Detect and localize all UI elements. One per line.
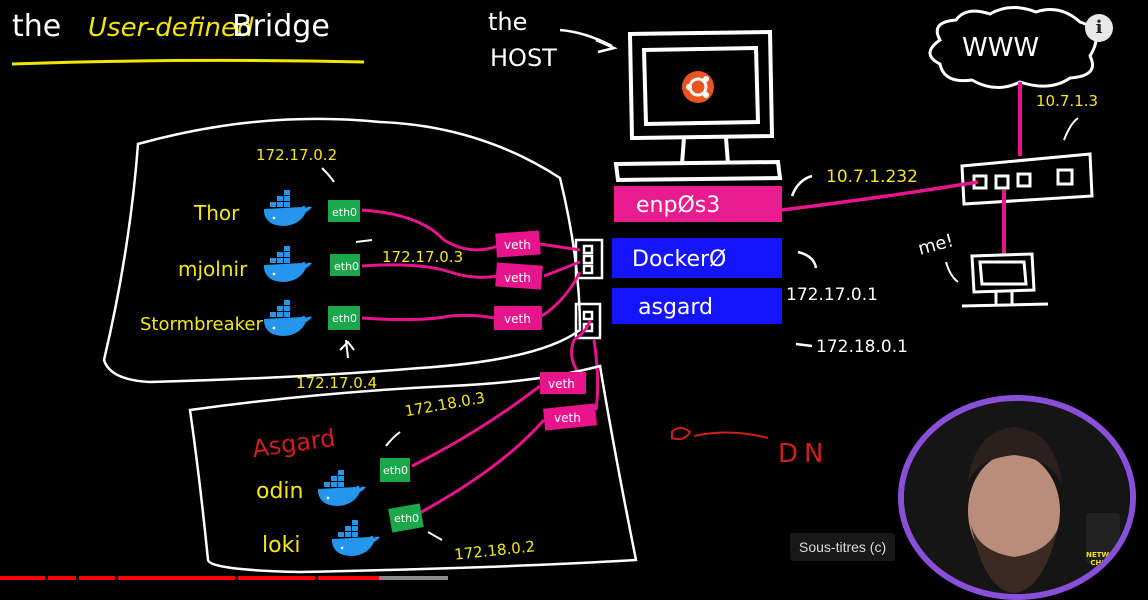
eth-thor-label: eth0 bbox=[332, 206, 357, 219]
eth-thor bbox=[328, 200, 360, 222]
me-label: me! bbox=[916, 230, 956, 260]
docker0-bridge-ports bbox=[574, 238, 604, 280]
host-monitor-icon bbox=[613, 29, 783, 183]
veth-thor bbox=[495, 230, 541, 258]
host-label: the HOST bbox=[488, 8, 618, 72]
interface-enp0s3-label: enpØs3 bbox=[636, 193, 720, 218]
chapter-divider bbox=[76, 575, 79, 581]
veth-odin-label: veth bbox=[548, 377, 575, 391]
eth-mjolnir bbox=[330, 254, 360, 276]
progress-played bbox=[0, 576, 379, 580]
interface-docker0: DockerØ bbox=[612, 238, 782, 278]
container-mjolnir-name: mjolnir bbox=[178, 257, 248, 281]
captions-badge[interactable]: Sous-titres (c) bbox=[790, 533, 896, 561]
switch-icon bbox=[960, 152, 1094, 206]
container-loki-name: loki bbox=[262, 533, 300, 558]
container-mjolnir[interactable]: mjolnir eth0 veth 172.17.0.3 bbox=[178, 239, 543, 290]
ip-mjolnir: 172.17.0.3 bbox=[382, 248, 463, 266]
eth-odin-label: eth0 bbox=[383, 464, 408, 477]
interface-asgard-label: asgard bbox=[638, 295, 713, 320]
title-suffix: Bridge bbox=[232, 9, 330, 44]
veth-loki-label: veth bbox=[554, 411, 581, 425]
ip-stormbreaker: 172.17.0.4 bbox=[296, 374, 377, 392]
dns-label: DN bbox=[778, 439, 829, 469]
interface-docker0-label: DockerØ bbox=[632, 247, 726, 272]
ip-odin: 172.18.0.3 bbox=[403, 389, 486, 421]
docker-whale-icon bbox=[264, 300, 312, 336]
channel-logo: NETWORK CHUCK bbox=[1086, 551, 1126, 567]
veth-mjolnir-label: veth bbox=[504, 271, 531, 285]
asgard-network-label: Asgard bbox=[250, 424, 337, 463]
enp0s3-ip: 10.7.1.232 bbox=[826, 167, 918, 187]
container-thor[interactable]: Thor eth0 veth 172.17.0.2 bbox=[193, 146, 541, 258]
cloud-icon: WWW bbox=[928, 6, 1098, 89]
monitor-icon bbox=[961, 252, 1049, 308]
gateway-ip: 10.7.1.3 bbox=[1036, 92, 1098, 110]
container-stormbreaker[interactable]: Stormbreaker eth0 veth 172.17.0.4 bbox=[140, 300, 542, 392]
veth-stormbreaker bbox=[494, 306, 542, 330]
eth-stormbreaker bbox=[328, 306, 360, 330]
veth-loki bbox=[542, 403, 598, 431]
eth-odin bbox=[380, 458, 410, 482]
ip-thor: 172.17.0.2 bbox=[256, 146, 337, 164]
interface-asgard: asgard bbox=[612, 288, 782, 324]
eth-mjolnir-label: eth0 bbox=[334, 260, 359, 273]
chapter-divider bbox=[315, 575, 318, 581]
host-label-line1: the bbox=[488, 8, 527, 36]
veth-odin bbox=[540, 372, 586, 394]
ip-loki: 172.18.0.2 bbox=[453, 537, 536, 563]
title-prefix: the bbox=[12, 9, 61, 44]
chapter-divider bbox=[235, 575, 238, 581]
www-label: WWW bbox=[962, 33, 1039, 63]
presenter-webcam: NETWORK CHUCK bbox=[898, 395, 1136, 600]
container-loki[interactable]: loki eth0 veth 172.18.0.2 bbox=[262, 403, 598, 564]
eth-stormbreaker-label: eth0 bbox=[332, 312, 357, 325]
asgard-network-boundary bbox=[188, 364, 638, 574]
docker-whale-icon bbox=[264, 190, 312, 226]
veth-stormbreaker-label: veth bbox=[504, 312, 531, 326]
eth-loki bbox=[388, 503, 424, 533]
whiteboard-drawing: the User-defined Bridge the HOST enpØs3 … bbox=[11, 6, 1098, 574]
docker-whale-icon bbox=[332, 520, 380, 556]
veth-cables bbox=[361, 208, 600, 518]
container-stormbreaker-name: Stormbreaker bbox=[140, 314, 264, 335]
info-icon[interactable]: i bbox=[1085, 14, 1113, 42]
container-odin-name: odin bbox=[256, 479, 303, 504]
presenter-avatar bbox=[904, 401, 1130, 594]
chapter-divider bbox=[45, 575, 48, 581]
interface-enp0s3: enpØs3 bbox=[614, 186, 782, 222]
host-label-line2: HOST bbox=[490, 44, 557, 72]
title-highlight: User-defined bbox=[88, 13, 254, 43]
title: the User-defined Bridge bbox=[11, 9, 365, 66]
docker-whale-icon bbox=[318, 470, 366, 506]
veth-thor-label: veth bbox=[504, 238, 531, 252]
veth-mjolnir bbox=[495, 262, 543, 290]
default-network-boundary bbox=[102, 117, 582, 384]
progress-bar[interactable] bbox=[0, 574, 1148, 582]
container-thor-name: Thor bbox=[193, 201, 240, 225]
asgard-ip: 172.18.0.1 bbox=[816, 337, 908, 357]
docker0-ip: 172.17.0.1 bbox=[786, 285, 878, 305]
ubuntu-logo-icon bbox=[682, 71, 714, 103]
docker-whale-icon bbox=[264, 246, 312, 282]
chapter-divider bbox=[115, 575, 118, 581]
eth-loki-label: eth0 bbox=[394, 512, 419, 525]
dns-sketch: DN bbox=[671, 427, 829, 469]
